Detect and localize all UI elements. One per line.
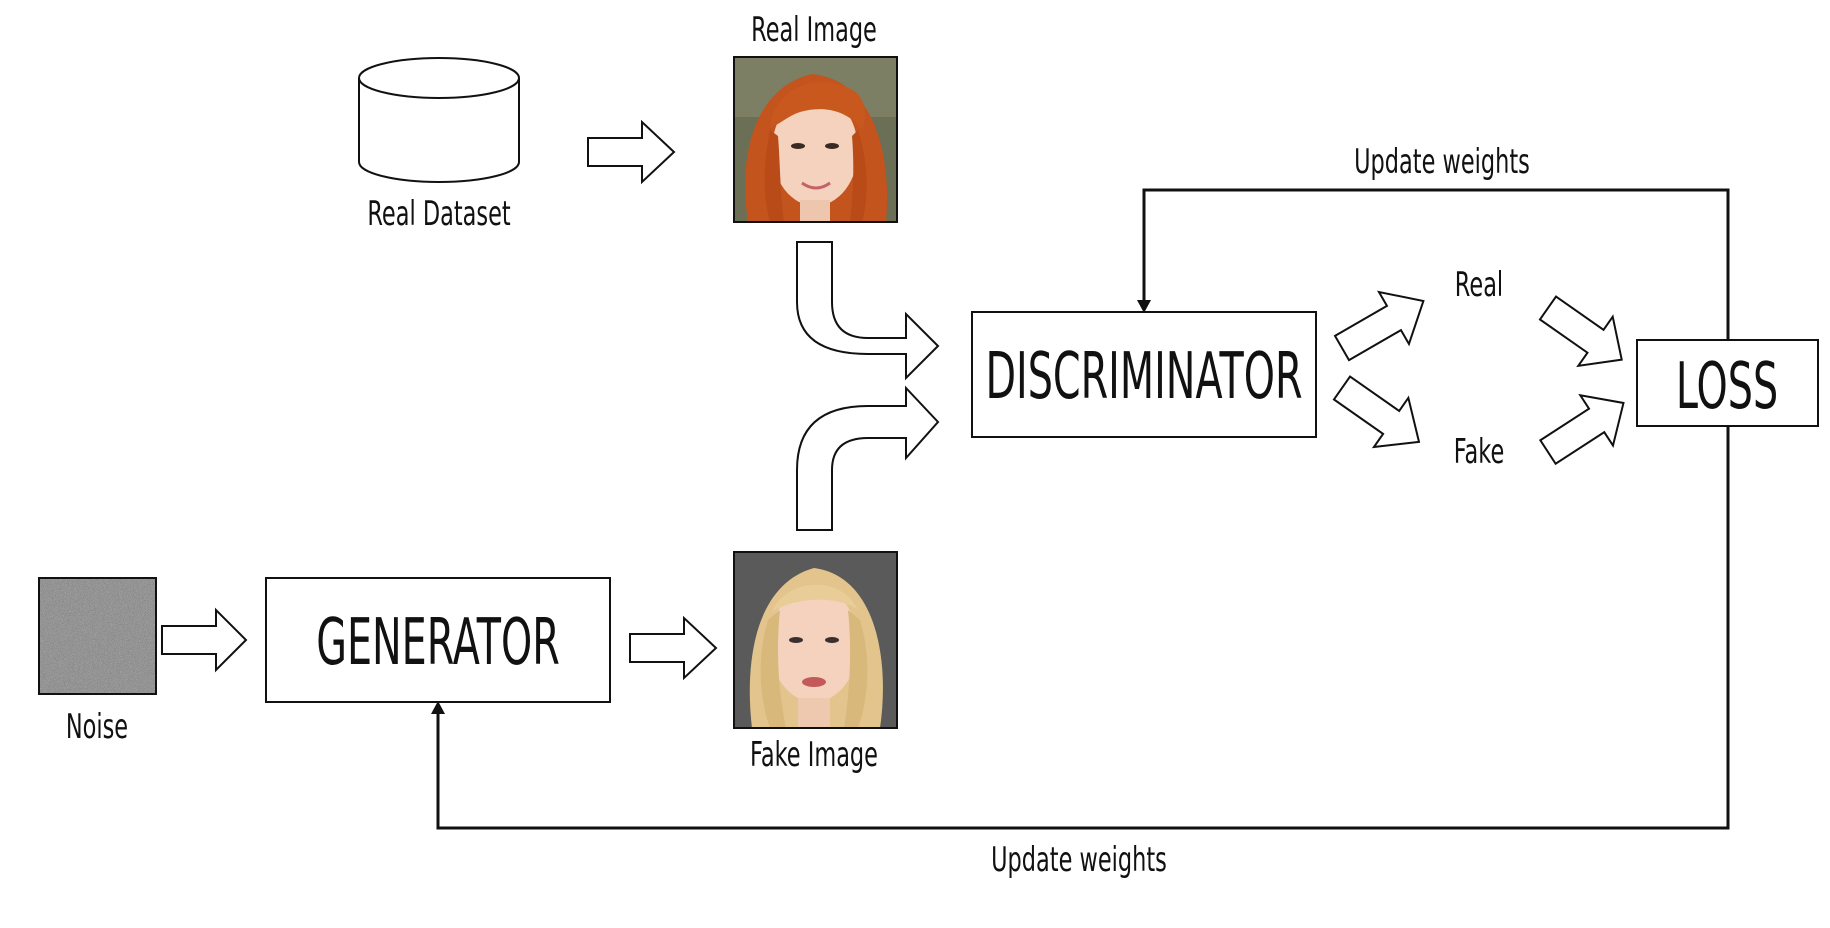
real-dataset-node: Real Dataset [358, 57, 520, 233]
dataset-to-real-image-arrow [587, 119, 676, 185]
fake-image-node: Fake Image [733, 551, 898, 774]
discriminator-to-fake-arrow [1332, 375, 1421, 449]
generator-update-path: Update weights [431, 426, 1730, 879]
update-weights-generator-label: Update weights [991, 839, 1167, 879]
real-to-loss-arrow [1538, 295, 1623, 368]
generator-update-arrowhead [431, 701, 445, 714]
real-image-photo [734, 57, 897, 222]
fake-output-label: Fake [1454, 431, 1505, 471]
generator-label: GENERATOR [316, 605, 560, 680]
discriminator-node: DISCRIMINATOR [971, 311, 1317, 438]
real-image-to-discriminator-arrow [796, 241, 940, 381]
database-cylinder-icon [358, 57, 520, 183]
fake-image-label: Fake Image [750, 734, 878, 774]
real-output-label: Real [1455, 264, 1503, 304]
loss-node: LOSS [1636, 339, 1819, 427]
discriminator-label: DISCRIMINATOR [985, 339, 1302, 414]
generator-node: GENERATOR [265, 577, 611, 703]
random-noise-texture [38, 577, 157, 695]
fake-image-to-discriminator-arrow [796, 385, 940, 531]
fake-image-photo [734, 552, 897, 728]
discriminator-update-arrowhead [1137, 300, 1151, 313]
noise-to-generator-arrow [161, 607, 248, 673]
real-image-node: Real Image [733, 9, 898, 223]
discriminator-update-path: Update weights [1137, 141, 1730, 340]
real-dataset-label: Real Dataset [367, 193, 510, 233]
noise-label: Noise [66, 706, 128, 746]
discriminator-to-real-arrow [1333, 290, 1425, 362]
update-weights-discriminator-label: Update weights [1354, 141, 1530, 181]
generator-to-fake-image-arrow [629, 615, 718, 681]
fake-to-loss-arrow [1538, 393, 1625, 466]
noise-node: Noise [38, 577, 157, 746]
real-image-label: Real Image [751, 9, 877, 49]
loss-label: LOSS [1676, 349, 1778, 424]
